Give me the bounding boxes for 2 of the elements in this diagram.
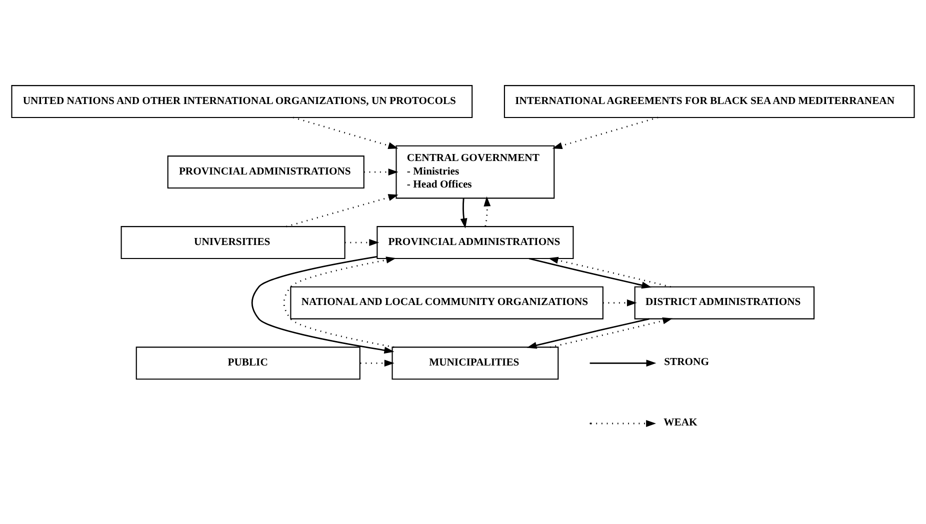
legend-label: STRONG [664, 356, 709, 368]
legend-label: WEAK [664, 416, 698, 428]
